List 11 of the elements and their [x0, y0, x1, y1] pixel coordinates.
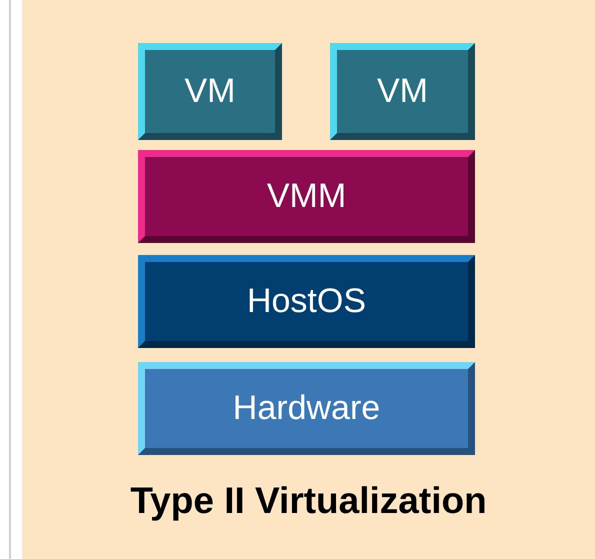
vmm-layer	[138, 150, 475, 243]
vm-layer	[138, 43, 282, 140]
host-os-layer	[138, 255, 475, 348]
layer-label: VM	[184, 72, 236, 111]
layer-label: HostOS	[246, 282, 366, 321]
hardware-layer	[138, 362, 475, 455]
vm-layer	[330, 43, 475, 140]
layer-label: VM	[377, 72, 428, 111]
layer-label: Hardware	[232, 389, 380, 428]
caption: Type II Virtualization	[129, 480, 488, 522]
layer-label: VMM	[266, 177, 346, 216]
